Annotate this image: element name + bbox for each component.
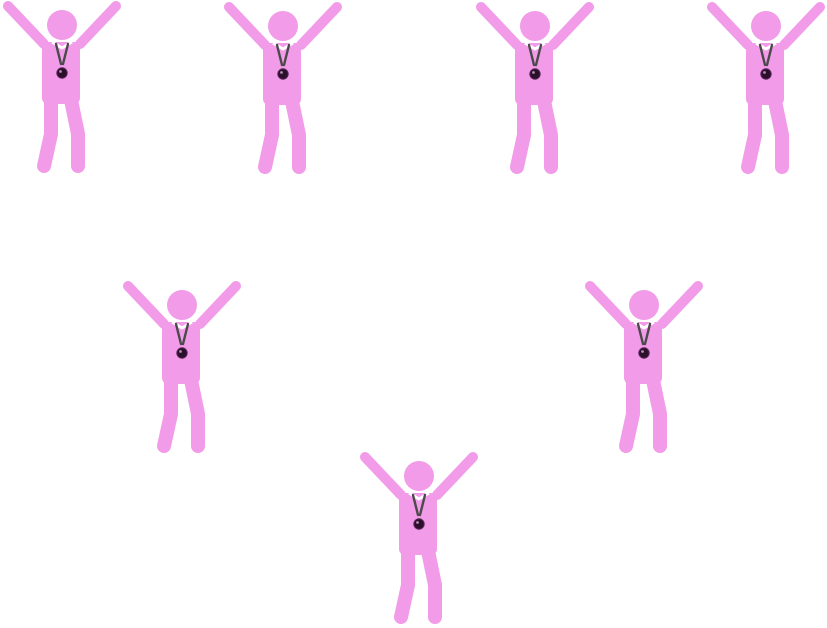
person-with-medal-icon [357, 451, 481, 628]
medal-icon [277, 68, 289, 80]
right-leg [64, 93, 85, 173]
person-with-medal-icon [704, 1, 827, 179]
left-arm [585, 281, 631, 329]
right-arm [657, 281, 703, 329]
head [629, 290, 659, 320]
head [751, 11, 781, 41]
head [268, 11, 298, 41]
left-arm [123, 281, 169, 329]
head [167, 290, 197, 320]
left-leg [157, 373, 178, 453]
medal-icon [760, 68, 772, 80]
left-leg [37, 93, 58, 173]
medal-shine [532, 71, 535, 74]
head [404, 461, 434, 491]
medal-ribbon [758, 43, 774, 67]
left-arm [360, 452, 406, 500]
medal-shine [280, 71, 283, 74]
medal-icon [176, 347, 188, 359]
left-leg [619, 373, 640, 453]
head [520, 11, 550, 41]
medal-shine [179, 350, 182, 353]
right-leg [537, 94, 558, 174]
medal-ribbon [275, 43, 291, 67]
medal-icon [413, 518, 425, 530]
left-arm [224, 2, 270, 50]
right-arm [548, 2, 594, 50]
right-arm [779, 2, 825, 50]
person-with-medal-icon [0, 0, 124, 178]
medal-shine [641, 350, 644, 353]
medal-shine [763, 71, 766, 74]
right-leg [646, 373, 667, 453]
medal-ribbon [174, 322, 190, 346]
medal-icon [56, 67, 68, 79]
medal-ribbon [527, 43, 543, 67]
medal-icon [529, 68, 541, 80]
right-leg [184, 373, 205, 453]
right-arm [75, 1, 121, 49]
right-arm [195, 281, 241, 329]
left-leg [741, 94, 762, 174]
person-with-medal-icon [221, 1, 345, 179]
right-arm [296, 2, 342, 50]
right-leg [421, 544, 442, 624]
medal-shine [416, 521, 419, 524]
medal-ribbon [411, 493, 427, 517]
left-leg [258, 94, 279, 174]
left-leg [394, 544, 415, 624]
medal-shine [59, 70, 62, 73]
head [47, 10, 77, 40]
medal-ribbon [636, 322, 652, 346]
left-arm [3, 1, 49, 49]
left-arm [707, 2, 753, 50]
left-arm [476, 2, 522, 50]
right-leg [768, 94, 789, 174]
person-with-medal-icon [473, 1, 597, 179]
person-with-medal-icon [582, 280, 706, 458]
medal-ribbon [54, 42, 70, 66]
medal-icon [638, 347, 650, 359]
right-leg [285, 94, 306, 174]
left-leg [510, 94, 531, 174]
right-arm [432, 452, 478, 500]
person-with-medal-icon [120, 280, 244, 458]
